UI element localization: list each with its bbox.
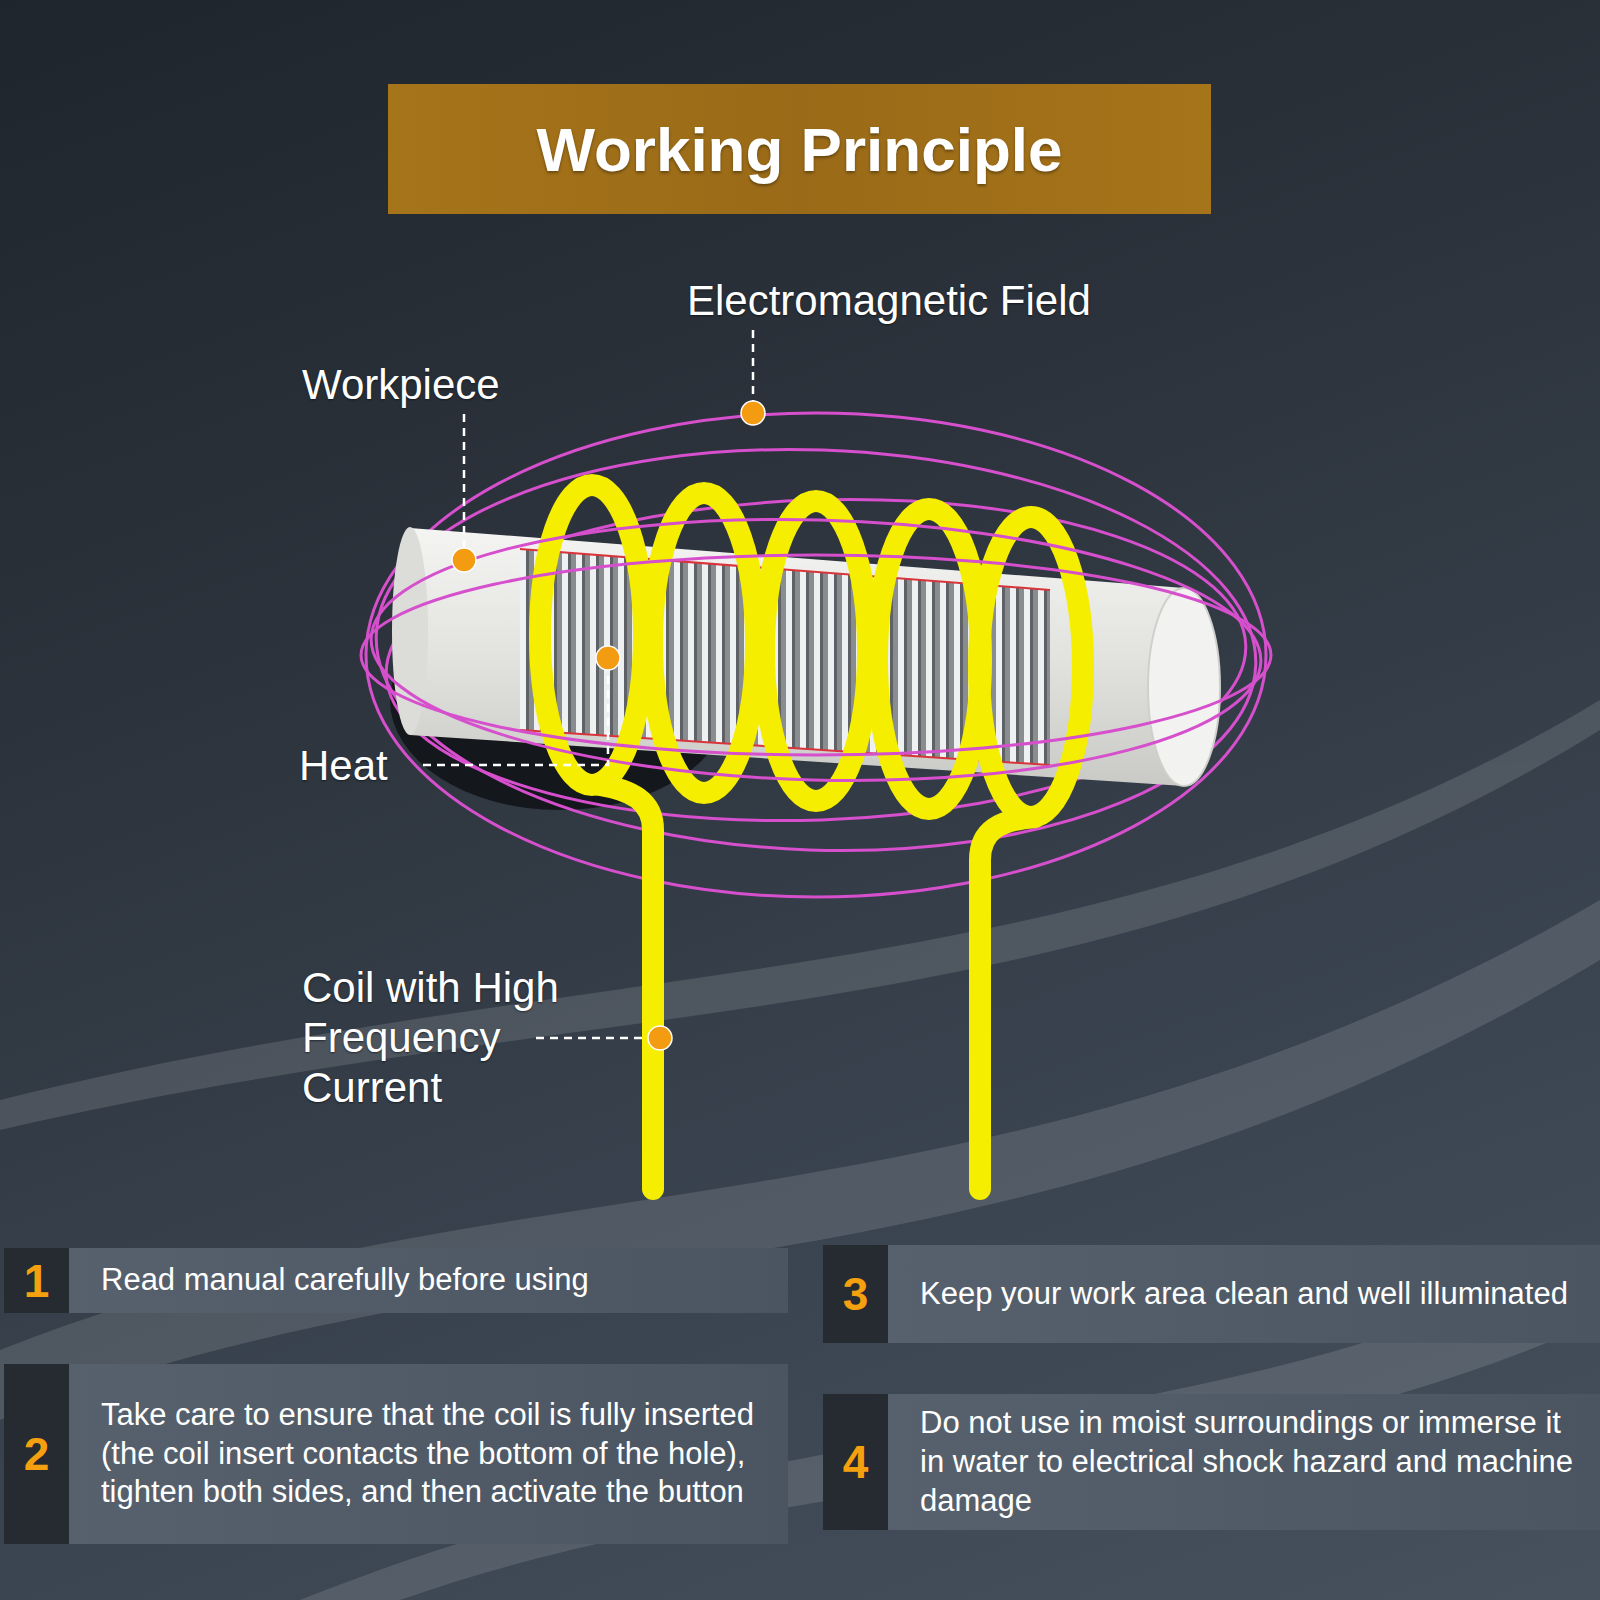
step-text: Do not use in moist surroundings or imme… — [888, 1394, 1600, 1530]
title: Working Principle — [537, 114, 1063, 185]
instruction-band: 4Do not use in moist surroundings or imm… — [823, 1394, 1600, 1530]
instruction-band: 3Keep your work area clean and well illu… — [823, 1245, 1600, 1343]
step-text: Keep your work area clean and well illum… — [888, 1245, 1600, 1343]
step-number: 3 — [823, 1245, 888, 1343]
callout-label: Electromagnetic Field — [687, 276, 1207, 326]
field-lines — [366, 413, 1266, 897]
step-number: 4 — [823, 1394, 888, 1530]
callout-label: Workpiece — [302, 360, 602, 410]
step-text: Take care to ensure that the coil is ful… — [69, 1364, 788, 1544]
step-number: 1 — [4, 1248, 69, 1313]
title-band: Working Principle — [388, 84, 1211, 214]
instruction-band: 1Read manual carefully before using — [4, 1248, 788, 1313]
leader-lines — [423, 330, 753, 1038]
step-text: Read manual carefully before using — [69, 1248, 788, 1313]
step-number: 2 — [4, 1364, 69, 1544]
instruction-band: 2Take care to ensure that the coil is fu… — [4, 1364, 788, 1544]
workpiece-cylinder — [392, 527, 1220, 786]
field-lines — [361, 508, 1271, 791]
background-streaks — [0, 700, 1600, 1600]
callout-dots — [452, 401, 765, 1050]
callout-label: Coil with High Frequency Current — [302, 963, 612, 1113]
induction-coil — [540, 485, 1083, 1189]
callout-label: Heat — [299, 741, 409, 791]
